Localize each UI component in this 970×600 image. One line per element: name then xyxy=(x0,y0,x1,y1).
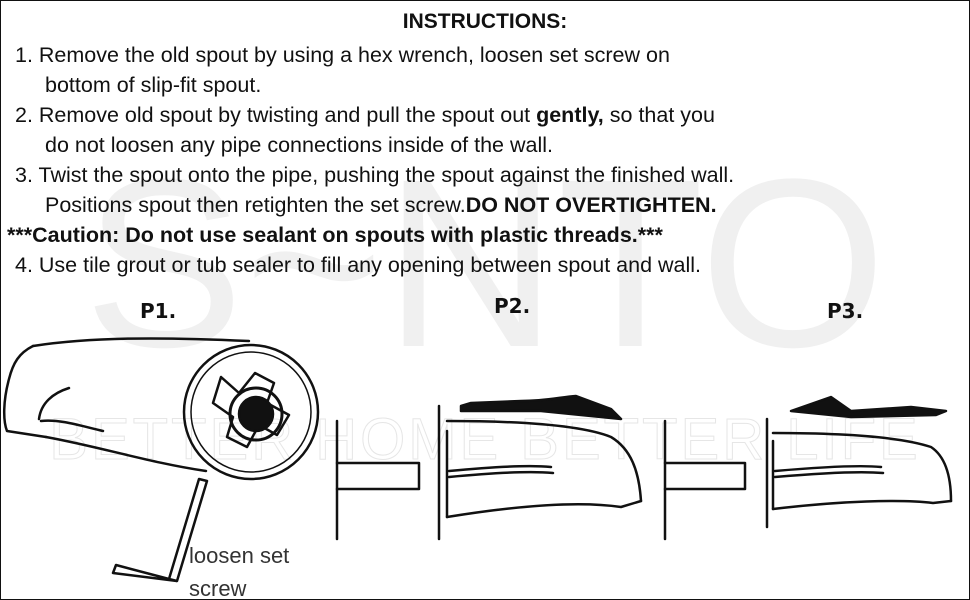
hex-wrench-drawing xyxy=(111,477,209,583)
step-3-text-a: Positions spout then retighten the set s… xyxy=(45,193,466,217)
annotation-line-2: screw xyxy=(189,576,247,600)
step-2-text-c: so that you xyxy=(603,103,715,127)
step-3-warning: DO NOT OVERTIGHTEN. xyxy=(465,193,717,217)
instruction-steps: 1. Remove the old spout by using a hex w… xyxy=(7,40,960,280)
step-2-line-2: do not loosen any pipe connections insid… xyxy=(45,133,553,157)
loosen-set-screw-annotation: loosen set screw xyxy=(189,539,290,600)
annotation-line-1: loosen set xyxy=(189,543,290,568)
step-2-line-1: 2. Remove old spout by twisting and pull… xyxy=(15,100,960,130)
step-3-line-1: 3. Twist the spout onto the pipe, pushin… xyxy=(15,163,735,187)
instructions-title: INSTRUCTIONS: xyxy=(402,10,568,33)
step-4-line: 4. Use tile grout or tub sealer to fill … xyxy=(15,253,702,277)
panel-label-p1: P1. xyxy=(140,299,177,323)
p2-spout-drawing xyxy=(335,394,643,541)
panel-label-p3: P3. xyxy=(827,299,864,323)
step-1-line-1: 1. Remove the old spout by using a hex w… xyxy=(15,43,670,67)
step-1-line-2: bottom of slip-fit spout. xyxy=(45,73,262,97)
step-2-text-a: 2. Remove old spout by twisting and pull… xyxy=(15,103,537,127)
p1-spout-drawing xyxy=(3,337,320,481)
step-2-emphasis: gently, xyxy=(536,103,604,127)
panel-label-p2: P2. xyxy=(494,294,531,318)
p3-spout-drawing xyxy=(663,395,953,541)
caution-line: ***Caution: Do not use sealant on spouts… xyxy=(7,223,663,247)
step-3-line-2: Positions spout then retighten the set s… xyxy=(15,190,960,220)
